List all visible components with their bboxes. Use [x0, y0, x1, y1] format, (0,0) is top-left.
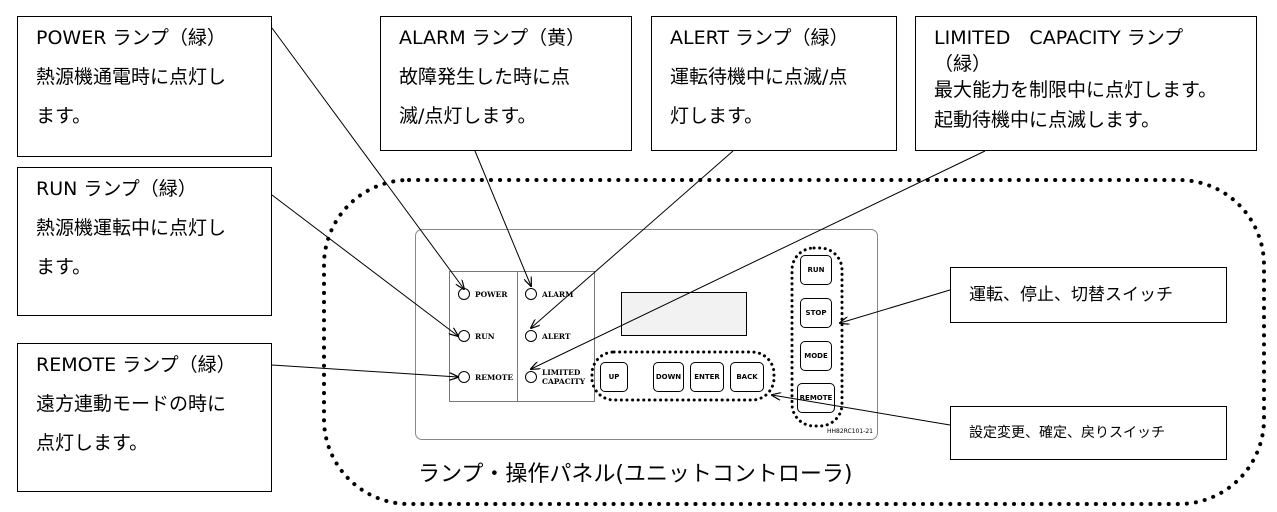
limited-callout-line: 最大能力を制限中に点灯します。	[934, 79, 1218, 101]
run-stop-switch-label: 運転、停止、切替スイッチ	[969, 285, 1173, 305]
setting-switch-label: 設定変更、確定、戻りスイッチ	[969, 425, 1165, 441]
up-button[interactable]: UP	[600, 362, 628, 392]
limited-capacity-lamp-callout: LIMITED CAPACITY ランプ （緑） 最大能力を制限中に点灯します。…	[915, 16, 1257, 151]
alert-callout-line: 灯します。	[670, 105, 764, 127]
alert-lamp-label: ALERT	[542, 332, 571, 341]
remote-lamp-label: REMOTE	[475, 373, 514, 382]
enter-button[interactable]: ENTER	[690, 362, 724, 392]
panel-dotted-outline	[322, 178, 1266, 506]
lcd-display	[621, 292, 747, 336]
run-callout-line: ます。	[36, 256, 92, 278]
alert-callout-title: ALERT ランプ（緑）	[670, 27, 849, 49]
setting-switch-callout: 設定変更、確定、戻りスイッチ	[950, 406, 1227, 460]
alarm-callout-title: ALARM ランプ（黄）	[399, 27, 586, 49]
run-lamp-icon	[458, 330, 470, 342]
power-lamp-icon	[458, 288, 470, 300]
remote-lamp-icon	[458, 371, 470, 383]
alert-lamp-icon	[525, 330, 537, 342]
limited-callout-title: LIMITED CAPACITY ランプ	[934, 27, 1184, 49]
remote-lamp-callout: REMOTE ランプ（緑） 遠方連動モードの時に 点灯します。	[17, 343, 272, 492]
limited-callout-line: 起動待機中に点滅します。	[934, 109, 1161, 131]
panel-caption: ランプ・操作パネル(ユニットコントローラ)	[418, 462, 853, 487]
run-stop-switch-callout: 運転、停止、切替スイッチ	[950, 267, 1227, 323]
back-button[interactable]: BACK	[730, 362, 764, 392]
remote-button[interactable]: REMOTE	[797, 383, 835, 413]
alarm-callout-line: 故障発生した時に点	[399, 66, 571, 88]
remote-callout-line: 点灯します。	[36, 432, 149, 454]
alarm-lamp-callout: ALARM ランプ（黄） 故障発生した時に点 滅/点灯します。	[380, 16, 632, 151]
alarm-callout-line: 滅/点灯します。	[399, 105, 537, 127]
lamp-group-divider	[517, 271, 518, 402]
down-button[interactable]: DOWN	[653, 362, 684, 392]
run-lamp-callout: RUN ランプ（緑） 熱源機運転中に点灯し ます。	[17, 167, 272, 316]
remote-callout-title: REMOTE ランプ（緑）	[36, 354, 236, 376]
alarm-lamp-label: ALARM	[542, 290, 574, 299]
limited-capacity-lamp-icon	[525, 371, 537, 383]
power-lamp-callout: POWER ランプ（緑） 熱源機通電時に点灯し ます。	[17, 16, 272, 157]
alert-callout-line: 運転待機中に点滅/点	[670, 66, 848, 88]
run-lamp-label: RUN	[475, 332, 495, 341]
remote-callout-line: 遠方連動モードの時に	[36, 393, 227, 415]
power-callout-line: 熱源機通電時に点灯し	[36, 66, 227, 88]
model-number: HH82RC101-21	[827, 428, 873, 435]
run-button[interactable]: RUN	[800, 255, 832, 285]
limited-capacity-lamp-label: LIMITED CAPACITY	[542, 368, 586, 386]
stop-button[interactable]: STOP	[800, 298, 832, 328]
power-lamp-label: POWER	[475, 290, 508, 299]
run-callout-title: RUN ランプ（緑）	[36, 178, 197, 200]
alert-lamp-callout: ALERT ランプ（緑） 運転待機中に点滅/点 灯します。	[651, 16, 897, 151]
limited-callout-line: （緑）	[934, 53, 992, 75]
run-callout-line: 熱源機運転中に点灯し	[36, 217, 227, 239]
power-callout-title: POWER ランプ（緑）	[36, 27, 226, 49]
power-callout-line: ます。	[36, 105, 92, 127]
mode-button[interactable]: MODE	[800, 341, 832, 371]
alarm-lamp-icon	[525, 288, 537, 300]
